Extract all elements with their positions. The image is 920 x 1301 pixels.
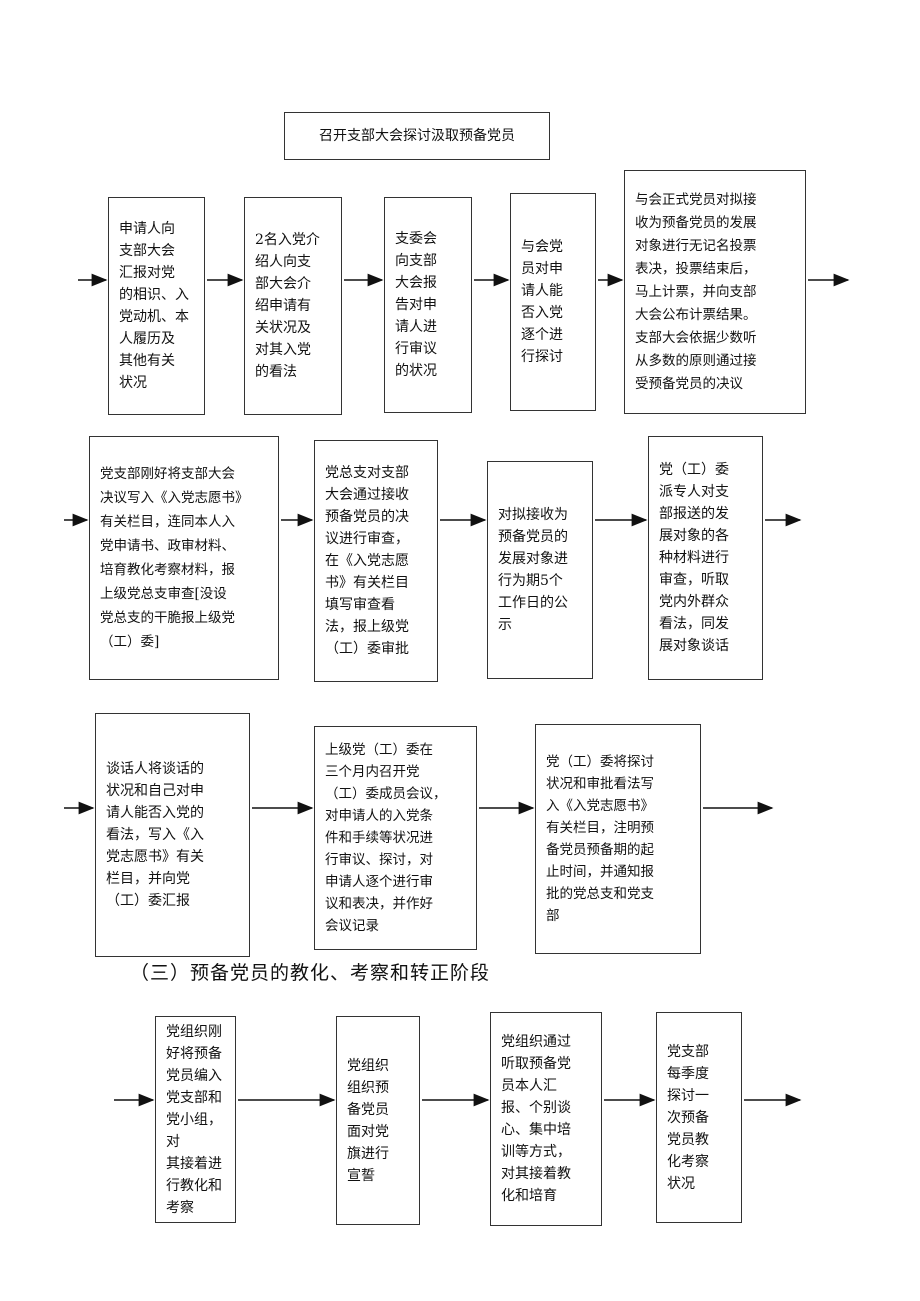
step-text: 党支部 每季度 探讨一 次预备 党员教 化考察 状况: [667, 1043, 709, 1192]
step-box-2-4: 党（工）委 派专人对支 部报送的发 展对象的各 种材料进行 审查，听取 党内外群…: [648, 436, 763, 680]
step-text: 支委会 向支部 大会报 告对申 请人进 行审议 的状况: [395, 231, 437, 379]
step-box-3-1: 谈话人将谈话的 状况和自己对申 请人能否入党的 看法，写入《入 党志愿书》有关 …: [95, 713, 250, 957]
step-box-4-1: 党组织刚 好将预备 党员编入 党支部和 党小组，对 其接着进 行教化和 考察: [155, 1016, 236, 1223]
step-text: 上级党（工）委在 三个月内召开党 （工）委成员会议， 对申请人的入党条 件和手续…: [325, 742, 447, 934]
step-box-2-1: 党支部刚好将支部大会 决议写入《入党志愿书》 有关栏目，连同本人入 党申请书、政…: [89, 436, 279, 680]
step-box-4-4: 党支部 每季度 探讨一 次预备 党员教 化考察 状况: [656, 1012, 742, 1223]
step-box-2-2: 党总支对支部 大会通过接收 预备党员的决 议进行审查， 在《入党志愿 书》有关栏…: [314, 440, 438, 682]
step-box-2-3: 对拟接收为 预备党员的 发展对象进 行为期5个 工作日的公 示: [487, 461, 593, 679]
step-box-3-2: 上级党（工）委在 三个月内召开党 （工）委成员会议， 对申请人的入党条 件和手续…: [314, 726, 477, 950]
step-text: 党（工）委将探讨 状况和审批看法写 入《入党志愿书》 有关栏目，注明预 备党员预…: [546, 754, 654, 924]
step-box-1-3: 支委会 向支部 大会报 告对申 请人进 行审议 的状况: [384, 197, 472, 413]
step-box-1-4: 与会党 员对申 请人能 否入党 逐个进 行探讨: [510, 193, 596, 411]
step-text: 对拟接收为 预备党员的 发展对象进 行为期5个 工作日的公 示: [498, 507, 568, 633]
step-box-3-3: 党（工）委将探讨 状况和审批看法写 入《入党志愿书》 有关栏目，注明预 备党员预…: [535, 724, 701, 954]
step-text: 谈话人将谈话的 状况和自己对申 请人能否入党的 看法，写入《入 党志愿书》有关 …: [106, 761, 204, 909]
step-text: 党组织 组织预 备党员 面对党 旗进行 宣誓: [347, 1057, 389, 1184]
step-text: 党组织刚 好将预备 党员编入 党支部和 党小组，对 其接着进 行教化和 考察: [166, 1023, 222, 1216]
step-text: 申请人向 支部大会 汇报对党 的相识、入 党动机、本 人履历及 其他有关 状况: [119, 221, 189, 391]
step-text: 党总支对支部 大会通过接收 预备党员的决 议进行审查， 在《入党志愿 书》有关栏…: [325, 465, 409, 657]
step-box-4-3: 党组织通过 听取预备党 员本人汇 报、个别谈 心、集中培 训等方式， 对其接着教…: [490, 1012, 602, 1226]
section-heading: （三）预备党员的教化、考察和转正阶段: [130, 962, 491, 984]
step-box-4-2: 党组织 组织预 备党员 面对党 旗进行 宣誓: [336, 1016, 420, 1225]
step-text: 党组织通过 听取预备党 员本人汇 报、个别谈 心、集中培 训等方式， 对其接着教…: [501, 1034, 571, 1204]
step-text: 党支部刚好将支部大会 决议写入《入党志愿书》 有关栏目，连同本人入 党申请书、政…: [100, 466, 249, 650]
step-text: 党（工）委 派专人对支 部报送的发 展对象的各 种材料进行 审查，听取 党内外群…: [659, 462, 729, 654]
title-box: 召开支部大会探讨汲取预备党员: [284, 112, 550, 160]
step-text: 与会党 员对申 请人能 否入党 逐个进 行探讨: [521, 239, 563, 365]
step-box-1-5: 与会正式党员对拟接 收为预备党员的发展 对象进行无记名投票 表决，投票结束后， …: [624, 170, 806, 414]
step-text: 2名入党介 绍人向支 部大会介 绍申请有 关状况及 对其入党 的看法: [255, 232, 320, 380]
step-box-1-1: 申请人向 支部大会 汇报对党 的相识、入 党动机、本 人履历及 其他有关 状况: [108, 197, 205, 415]
step-text: 与会正式党员对拟接 收为预备党员的发展 对象进行无记名投票 表决，投票结束后， …: [635, 191, 757, 392]
title-text: 召开支部大会探讨汲取预备党员: [319, 128, 515, 144]
step-box-1-2: 2名入党介 绍人向支 部大会介 绍申请有 关状况及 对其入党 的看法: [244, 197, 342, 415]
